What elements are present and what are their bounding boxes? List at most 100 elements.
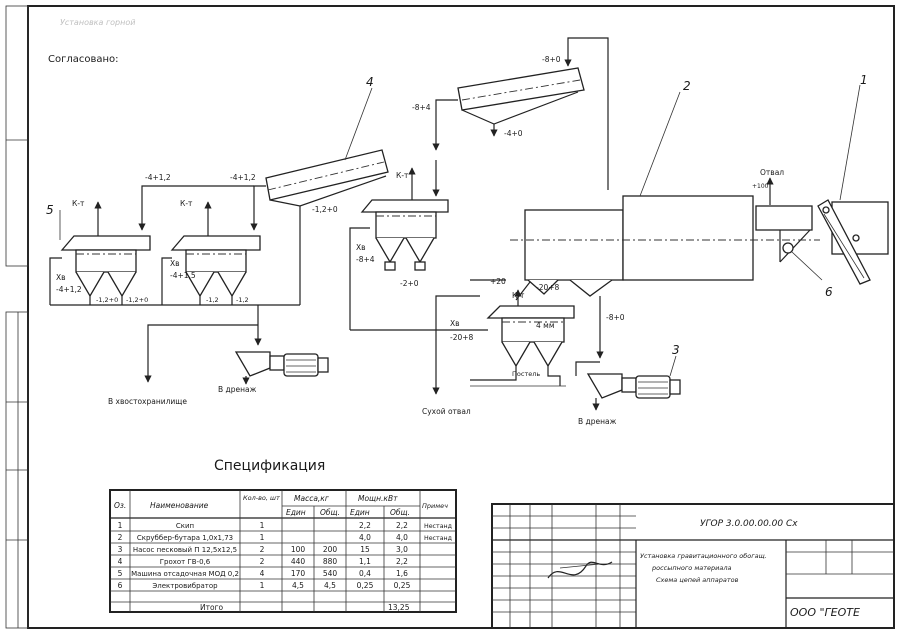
flow-jig-mid-xv: Хв (170, 259, 180, 268)
flow-drum-under: -20+8 (536, 283, 560, 292)
spec-cell-mu: 440 (291, 557, 306, 566)
spec-cell-mt: 4,5 (324, 581, 336, 590)
equipment-number-2: 2 (683, 79, 691, 93)
screen-4 (265, 149, 389, 207)
spec-cell-pt: 2,2 (396, 557, 408, 566)
spec-cell-pos: 6 (118, 581, 123, 590)
flow-screen4-over1: -4+1,2 (145, 173, 171, 182)
flow-jig-left-size: -4+1,2 (56, 285, 82, 294)
leader-1 (839, 84, 861, 201)
spec-table (109, 489, 457, 613)
jig-mid-tail (161, 257, 172, 305)
flow-top-screen-under: -4+0 (504, 129, 523, 138)
spec-cell-pt: 2,2 (396, 521, 408, 530)
flow-jig-right-in: -8+4 (356, 255, 375, 264)
spec-cell-qty: 2 (260, 557, 265, 566)
flow-jig-low-xv: Хв (450, 319, 460, 328)
spec-cell-pos: 2 (118, 533, 123, 542)
spec-header-power-total: Общ. (390, 508, 410, 517)
spec-header-mass: Масса,кг (294, 494, 329, 503)
top-screen-oversize-line (432, 99, 458, 151)
jig-left-tail (49, 257, 62, 305)
title-block (491, 503, 895, 629)
spec-cell-pos: 1 (118, 521, 123, 530)
spec-cell-qty: 4 (260, 569, 265, 578)
flow-jig-left-xv: Хв (56, 273, 66, 282)
pump-right-3 (586, 373, 681, 399)
flow-jig-mid-size: -4+1,5 (170, 271, 196, 280)
equipment-number-4: 4 (366, 75, 374, 89)
spec-cell-qty: 1 (260, 533, 265, 542)
spec-cell-note: Нестанд (424, 535, 453, 542)
spec-cell-pu: 15 (360, 545, 370, 554)
flow-dry-dump: Сухой отвал (422, 407, 471, 416)
leader-2 (639, 91, 681, 197)
spec-cell-mu: 170 (291, 569, 306, 578)
flow-jig-right-km: К-т (396, 171, 409, 180)
flow-drum-plus20: +20 (490, 277, 506, 286)
flow-jig-low-mesh: 4 мм (536, 321, 554, 330)
spec-header-power: Мощн.кВт (358, 494, 398, 503)
spec-cell-mu: 100 (291, 545, 306, 554)
feed-line-top-screen (564, 37, 609, 190)
pump-right-feed (575, 361, 600, 376)
spec-cell-pt: 1,6 (396, 569, 408, 578)
spec-cell-pos: 5 (118, 569, 123, 578)
spec-cell-note: Нестанд (424, 523, 453, 530)
title-code: УГОР 3.0.00.00.00 Сх (700, 519, 798, 529)
jig-right (360, 199, 449, 271)
spec-cell-pos: 4 (118, 557, 123, 566)
flow-jig-right-under: -2+0 (400, 279, 419, 288)
spec-cell-mt: 200 (323, 545, 338, 554)
jig-lower (486, 305, 575, 368)
title-desc-1: Установка гравитационного обогащ. (640, 552, 767, 560)
spec-total-value: 13,25 (388, 603, 410, 612)
spec-cell-mt: 540 (323, 569, 338, 578)
jig-middle (170, 235, 261, 298)
leader-6 (791, 251, 823, 281)
otval-label: Отвал (760, 168, 784, 177)
spec-header-pos: Оз. (114, 501, 126, 510)
spec-cell-pu: 0,25 (357, 581, 374, 590)
agreed-label: Согласовано: (48, 54, 119, 65)
tailings-line (144, 324, 258, 383)
flow-jig-low-km: К-т (512, 291, 525, 300)
spec-cell-name: Насос песковый П 12,5х12,5 (133, 546, 237, 554)
flow-screen4-under: -1,2+0 (312, 205, 338, 214)
jig-right-tail-line (349, 227, 370, 330)
vibrator-6 (782, 242, 794, 254)
flow-jig-left-o2: -1,2+0 (126, 296, 148, 304)
screen-top (457, 67, 585, 125)
faded-title: Установка горной (60, 18, 135, 27)
flow-screen4-over2: -4+1,2 (230, 173, 256, 182)
drawing-frame (5, 5, 895, 629)
equipment-number-1: 1 (860, 73, 868, 87)
flow-drain-left: В дренаж (218, 385, 257, 394)
flow-jig-mid-km: К-т (180, 199, 193, 208)
spec-cell-pt: 4,0 (396, 533, 408, 542)
equipment-number-5: 5 (46, 203, 54, 217)
spec-cell-pu: 2,2 (359, 521, 371, 530)
flow-tailings: В хвостохранилище (108, 397, 187, 406)
spec-cell-name: Скип (176, 522, 194, 530)
pump-left (234, 351, 329, 377)
spec-cell-mu: 4,5 (292, 581, 304, 590)
flow-top-screen-over: -8+4 (412, 103, 431, 112)
flow-jig-low-size: -20+8 (450, 333, 474, 342)
spec-header-mass-unit: Един (286, 508, 306, 517)
flow-jig-low-bed: Постель (512, 370, 540, 378)
flow-top-screen-feed: -8+0 (542, 55, 561, 64)
spec-cell-pu: 1,1 (359, 557, 371, 566)
spec-cell-pt: 0,25 (394, 581, 411, 590)
spec-cell-name: Грохот ГВ-0,6 (160, 558, 211, 566)
flow-jig-left-o1: -1,2+0 (96, 296, 118, 304)
spec-cell-qty: 1 (260, 521, 265, 530)
spec-row: 1 Скип 1 2,2 2,2 Нестанд (118, 521, 453, 530)
spec-cell-pu: 0,4 (359, 569, 371, 578)
leader-3 (669, 355, 677, 377)
spec-title: Спецификация (214, 458, 325, 474)
